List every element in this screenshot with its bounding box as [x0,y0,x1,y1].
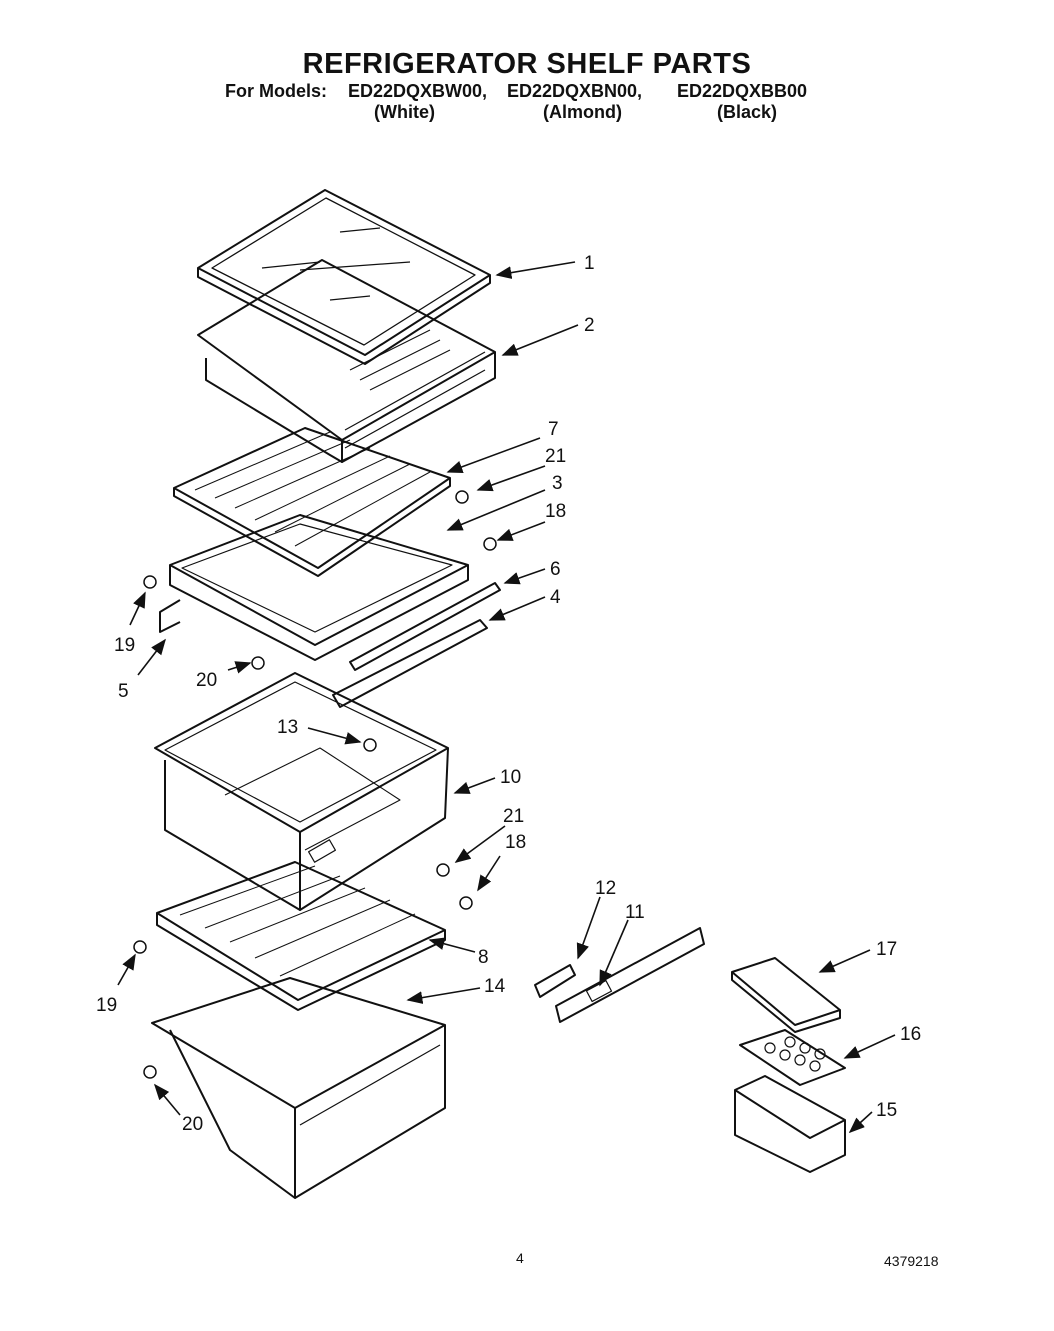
callout-5: 5 [118,681,129,702]
callout-18-upper: 18 [545,501,566,522]
model-almond: ED22DQXBN00, [507,81,643,101]
model-white: ED22DQXBW00, [348,81,488,101]
models-label: For Models: [225,81,327,101]
part-grid-shelf [173,427,451,577]
callout-21-upper: 21 [545,446,566,467]
part-clip [534,964,576,998]
part-glass-shelf [197,189,491,365]
callout-14: 14 [484,976,506,997]
callout-labels: 1 2 7 21 3 18 6 4 19 5 20 13 10 21 18 12… [96,253,921,1135]
part-egg-bin [734,1075,846,1173]
part-lower-crisper-drawer [151,977,446,1199]
part-shelf-frame [159,514,469,661]
callout-2: 2 [584,315,595,336]
callout-12: 12 [595,878,616,899]
callout-6: 6 [550,559,561,580]
callout-20-lower: 20 [182,1114,203,1135]
part-front-rail [349,582,501,671]
color-almond: (Almond) [543,102,622,122]
callout-21-lower: 21 [503,806,524,827]
page-number: 4 [516,1250,524,1266]
callout-7: 7 [548,419,559,440]
callout-10: 10 [500,767,521,788]
part-bracket [555,927,705,1023]
callout-13: 13 [277,717,298,738]
part-lower-shelf [156,861,446,1011]
part-middle-drawer [154,672,449,911]
callout-18-lower: 18 [505,832,526,853]
callout-8: 8 [478,947,489,968]
color-black: (Black) [717,102,778,122]
model-black: ED22DQXBB00 [677,81,808,101]
callout-15: 15 [876,1100,897,1121]
part-support-rail [332,619,488,708]
callout-19-lower: 19 [96,995,117,1016]
callout-1: 1 [584,253,595,274]
callout-19-upper: 19 [114,635,135,656]
callout-3: 3 [552,473,563,494]
callout-20-upper: 20 [196,670,217,691]
callout-16: 16 [900,1024,921,1045]
fasteners [133,490,497,1079]
callout-11: 11 [625,902,645,923]
callout-17: 17 [876,939,897,960]
page-title: REFRIGERATOR SHELF PARTS [302,48,752,80]
part-upper-crisper-drawer [197,259,496,463]
part-egg-bin-cover [731,957,841,1033]
leader-lines [117,261,896,1134]
document-number: 4379218 [884,1253,939,1269]
color-white: (White) [374,102,435,122]
part-egg-tray [739,1029,846,1086]
callout-4: 4 [550,587,561,608]
